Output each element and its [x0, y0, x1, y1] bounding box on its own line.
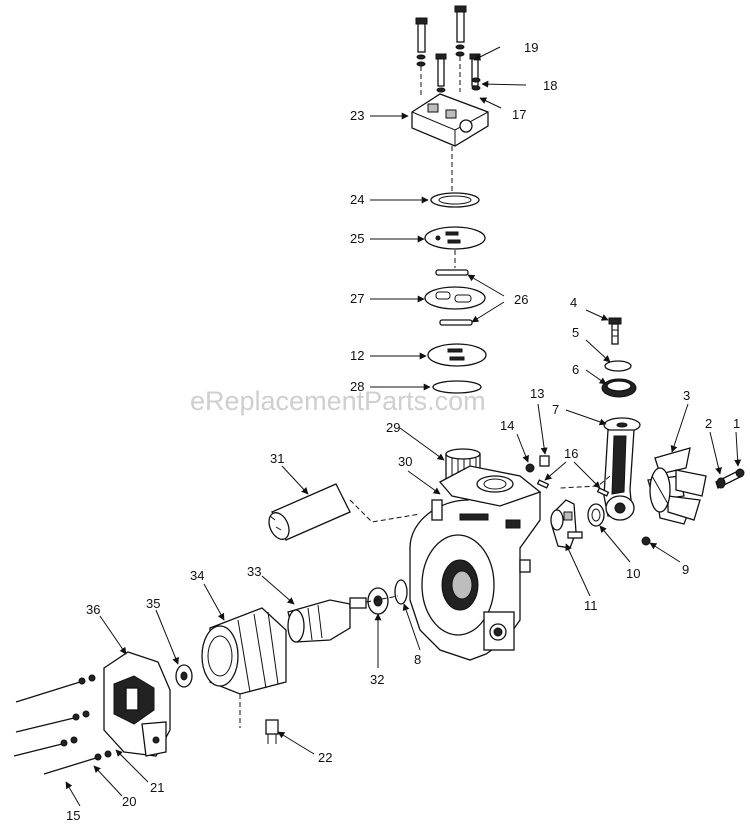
callout-30: 30 — [398, 454, 412, 469]
callout-4: 4 — [570, 295, 577, 310]
callout-2: 2 — [705, 416, 712, 431]
callout-15: 15 — [66, 808, 80, 823]
shaft-bearing — [367, 587, 389, 615]
cooling-fan — [647, 447, 707, 525]
callout-13: 13 — [530, 386, 544, 401]
callout-8: 8 — [414, 652, 421, 667]
callout-6: 6 — [572, 362, 579, 377]
callout-18: 18 — [543, 78, 557, 93]
rod-bearing — [601, 378, 637, 398]
callout-36: 36 — [86, 602, 100, 617]
callout-20: 20 — [122, 794, 136, 809]
callout-3: 3 — [683, 388, 690, 403]
callout-32: 32 — [370, 672, 384, 687]
rotor — [287, 595, 399, 643]
eccentric-bearing — [587, 503, 605, 527]
callout-16: 16 — [564, 446, 578, 461]
head-gasket — [430, 192, 480, 208]
callout-22: 22 — [318, 750, 332, 765]
callout-19: 19 — [524, 40, 538, 55]
callout-27: 27 — [350, 291, 364, 306]
nut — [641, 536, 651, 546]
callout-labels: 1 2 3 4 5 6 7 8 9 10 11 12 13 14 15 16 1… — [66, 40, 740, 823]
rod-bolt — [608, 317, 622, 345]
callout-31: 31 — [270, 451, 284, 466]
callout-12: 12 — [350, 348, 364, 363]
callout-23: 23 — [350, 108, 364, 123]
end-cover — [103, 651, 171, 757]
callout-28: 28 — [350, 379, 364, 394]
wrist-pins — [536, 479, 610, 497]
terminal-block — [239, 694, 279, 744]
watermark-text: eReplacementParts.com — [190, 386, 486, 416]
callout-33: 33 — [247, 564, 261, 579]
fan-washer — [716, 477, 726, 489]
valve-plate-gasket — [424, 286, 486, 310]
callout-14: 14 — [500, 418, 514, 433]
callout-11: 11 — [584, 598, 598, 613]
cylinder-o-ring — [432, 380, 482, 394]
end-bearing — [175, 664, 193, 688]
callout-26: 26 — [514, 292, 528, 307]
stator — [201, 607, 287, 695]
rod-washer — [604, 360, 632, 372]
connecting-rod — [559, 417, 641, 521]
callout-25: 25 — [350, 231, 364, 246]
callout-35: 35 — [146, 596, 160, 611]
callout-7: 7 — [552, 402, 559, 417]
callout-34: 34 — [190, 568, 204, 583]
callout-9: 9 — [682, 562, 689, 577]
callout-5: 5 — [572, 325, 579, 340]
valve-reeds — [435, 269, 473, 326]
cylinder-head — [411, 93, 489, 192]
leader-lines — [65, 46, 742, 807]
small-nut — [525, 463, 535, 473]
lower-valve-plate — [427, 343, 487, 367]
callout-17: 17 — [512, 107, 526, 122]
callout-24: 24 — [350, 192, 364, 207]
head-bolts — [415, 5, 481, 96]
through-bolts — [13, 674, 112, 775]
valve-plate — [424, 226, 486, 268]
plug — [539, 455, 550, 467]
seal-ring — [394, 579, 408, 605]
crankcase — [409, 465, 542, 661]
callout-10: 10 — [626, 566, 640, 581]
capacitor — [268, 483, 421, 541]
callout-1: 1 — [733, 416, 740, 431]
callout-29: 29 — [386, 420, 400, 435]
callout-21: 21 — [150, 780, 164, 795]
crank — [550, 499, 583, 549]
